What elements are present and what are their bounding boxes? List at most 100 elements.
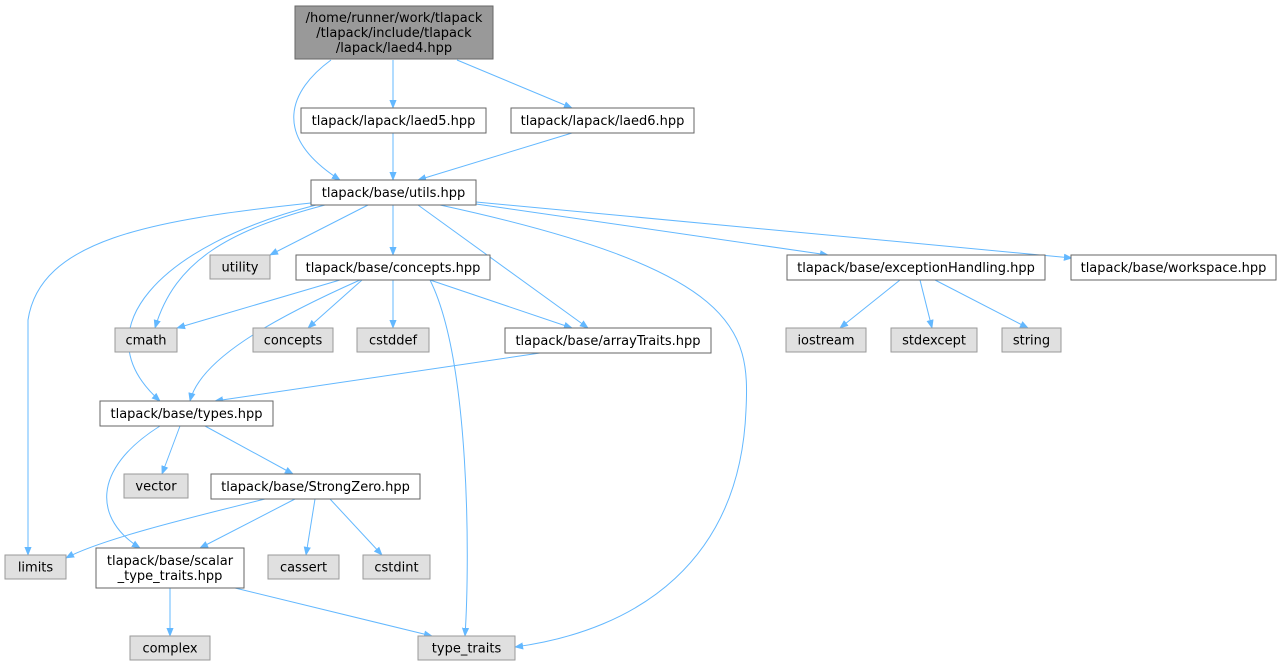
- node-stdexcept: stdexcept: [890, 327, 978, 353]
- node-vector: vector: [123, 473, 189, 499]
- node-label-vector: vector: [135, 480, 177, 495]
- node-root[interactable]: /home/runner/work/tlapack/tlapack/includ…: [294, 5, 494, 60]
- node-label-iostream: iostream: [797, 334, 854, 349]
- node-box-root: [294, 5, 494, 60]
- edge-concepts_hpp-to-concepts: [307, 279, 363, 329]
- edge-utils-to-cmath: [153, 204, 326, 329]
- node-box-utils: [310, 179, 477, 206]
- node-cstdint: cstdint: [362, 554, 431, 580]
- node-label-types: tlapack/base/types.hpp: [110, 407, 262, 422]
- node-box-concepts_hpp: [295, 254, 491, 281]
- node-box-iostream: [785, 327, 867, 353]
- edge-types-to-vector: [161, 425, 181, 475]
- edge-utils-to-arrayTraits: [417, 204, 589, 329]
- node-label-exceptionHandling: tlapack/base/exceptionHandling.hpp: [797, 261, 1035, 276]
- edge-types-to-scalarTraits: [106, 425, 161, 549]
- node-box-complex: [129, 635, 211, 661]
- edge-exceptionHandling-to-string: [934, 279, 1029, 329]
- node-label-root-line-3: /lapack/laed4.hpp: [336, 41, 452, 56]
- node-label-arrayTraits: tlapack/base/arrayTraits.hpp: [515, 334, 700, 349]
- node-label-string: string: [1013, 334, 1050, 349]
- node-box-types: [99, 400, 274, 427]
- node-utils[interactable]: tlapack/base/utils.hpp: [310, 179, 477, 206]
- edge-exceptionHandling-to-iostream: [839, 279, 901, 329]
- node-scalarTraits[interactable]: tlapack/base/scalar_type_traits.hpp: [95, 547, 245, 589]
- node-utility: utility: [209, 254, 271, 280]
- node-box-scalarTraits: [95, 547, 245, 589]
- node-box-exceptionHandling: [786, 254, 1046, 281]
- node-concepts: concepts: [252, 327, 334, 353]
- node-box-workspace: [1070, 254, 1277, 281]
- node-types[interactable]: tlapack/base/types.hpp: [99, 400, 274, 427]
- node-label-complex: complex: [142, 642, 197, 657]
- node-label-stdexcept: stdexcept: [902, 334, 966, 349]
- edge-types-to-strongZero: [204, 425, 294, 475]
- node-cstddef: cstddef: [356, 327, 430, 353]
- edge-utils-to-limits: [24, 202, 312, 556]
- node-box-laed5: [300, 107, 487, 134]
- node-label-cstdint: cstdint: [374, 561, 418, 576]
- edge-root-to-laed6: [456, 59, 573, 109]
- node-laed6[interactable]: tlapack/lapack/laed6.hpp: [510, 107, 695, 134]
- edge-laed6-to-utils: [417, 132, 573, 182]
- node-limits: limits: [4, 554, 67, 580]
- edge-arrayTraits-to-types: [214, 352, 541, 404]
- node-strongZero[interactable]: tlapack/base/StrongZero.hpp: [210, 473, 421, 500]
- node-string: string: [1001, 327, 1062, 353]
- edge-strongZero-to-limits: [65, 498, 266, 559]
- node-label-root-line-2: /tlapack/include/tlapack: [316, 26, 472, 41]
- node-box-limits: [4, 554, 67, 580]
- edge-utils-to-utility: [269, 204, 369, 256]
- node-label-cassert: cassert: [280, 561, 327, 576]
- node-laed5[interactable]: tlapack/lapack/laed5.hpp: [300, 107, 487, 134]
- node-label-type_traits: type_traits: [432, 642, 502, 657]
- node-box-laed6: [510, 107, 695, 134]
- node-complex: complex: [129, 635, 211, 661]
- edge-strongZero-to-cassert: [303, 498, 316, 556]
- edge-concepts_hpp-to-arrayTraits: [429, 279, 573, 329]
- edge-exceptionHandling-to-stdexcept: [919, 279, 934, 329]
- node-exceptionHandling[interactable]: tlapack/base/exceptionHandling.hpp: [786, 254, 1046, 281]
- node-workspace[interactable]: tlapack/base/workspace.hpp: [1070, 254, 1277, 281]
- node-box-string: [1001, 327, 1062, 353]
- node-label-workspace: tlapack/base/workspace.hpp: [1081, 261, 1267, 276]
- node-box-cmath: [114, 327, 178, 353]
- node-concepts_hpp[interactable]: tlapack/base/concepts.hpp: [295, 254, 491, 281]
- edge-concepts_hpp-to-cmath: [176, 279, 341, 330]
- node-label-utility: utility: [222, 261, 259, 276]
- node-box-utility: [209, 254, 271, 280]
- edge-utils-to-exceptionHandling: [475, 203, 829, 258]
- node-iostream: iostream: [785, 327, 867, 353]
- node-label-laed5: tlapack/lapack/laed5.hpp: [312, 114, 476, 129]
- edge-strongZero-to-scalarTraits: [199, 498, 296, 549]
- node-label-cstddef: cstddef: [369, 334, 418, 349]
- node-label-laed6: tlapack/lapack/laed6.hpp: [521, 114, 685, 129]
- node-label-cmath: cmath: [125, 334, 166, 349]
- node-type_traits: type_traits: [417, 635, 516, 661]
- edge-utils-to-types: [128, 204, 317, 402]
- edge-concepts_hpp-to-types: [188, 279, 361, 402]
- node-box-cassert: [267, 554, 340, 580]
- node-label-scalarTraits-line-2: _type_traits.hpp: [117, 569, 223, 584]
- edge-scalarTraits-to-type_traits: [234, 587, 433, 638]
- node-box-type_traits: [417, 635, 516, 661]
- node-box-stdexcept: [890, 327, 978, 353]
- node-box-vector: [123, 473, 189, 499]
- node-label-concepts: concepts: [264, 334, 323, 349]
- node-label-utils: tlapack/base/utils.hpp: [322, 186, 466, 201]
- edge-concepts_hpp-to-type_traits: [429, 279, 470, 637]
- node-cassert: cassert: [267, 554, 340, 580]
- node-box-cstdint: [362, 554, 431, 580]
- node-label-limits: limits: [18, 561, 54, 576]
- node-box-strongZero: [210, 473, 421, 500]
- node-box-arrayTraits: [504, 327, 712, 354]
- node-arrayTraits[interactable]: tlapack/base/arrayTraits.hpp: [504, 327, 712, 354]
- edge-root-to-utils: [293, 59, 341, 181]
- node-box-concepts: [252, 327, 334, 353]
- node-label-scalarTraits-line-1: tlapack/base/scalar: [107, 554, 234, 569]
- edge-strongZero-to-cstdint: [329, 498, 383, 556]
- node-label-root-line-1: /home/runner/work/tlapack: [306, 11, 483, 26]
- edge-utils-to-type_traits: [439, 204, 748, 650]
- node-box-cstddef: [356, 327, 430, 353]
